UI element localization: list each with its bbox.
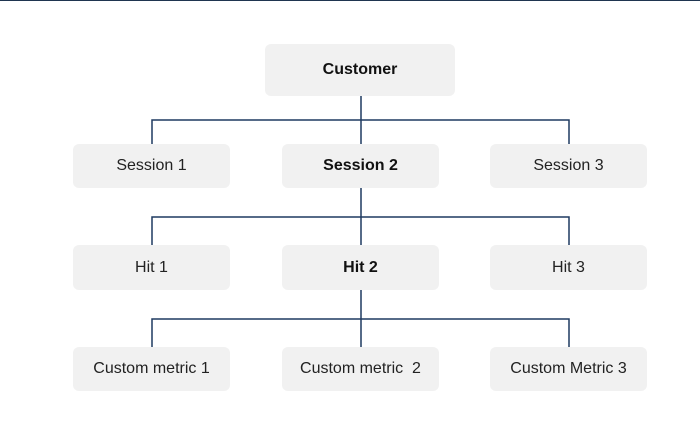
top-divider — [0, 0, 700, 1]
node-custom-metric-3: Custom Metric 3 — [490, 347, 647, 391]
node-custom-metric-2: Custom metric 2 — [282, 347, 439, 391]
node-session-2: Session 2 — [282, 144, 439, 188]
node-session-3: Session 3 — [490, 144, 647, 188]
node-custom-metric-1: Custom metric 1 — [73, 347, 230, 391]
node-session-1: Session 1 — [73, 144, 230, 188]
connector-hit-metrics — [151, 290, 570, 347]
connector-session-hits — [151, 188, 570, 245]
node-hit-2: Hit 2 — [282, 245, 439, 290]
node-hit-1: Hit 1 — [73, 245, 230, 290]
node-customer: Customer — [265, 44, 455, 96]
node-hit-3: Hit 3 — [490, 245, 647, 290]
